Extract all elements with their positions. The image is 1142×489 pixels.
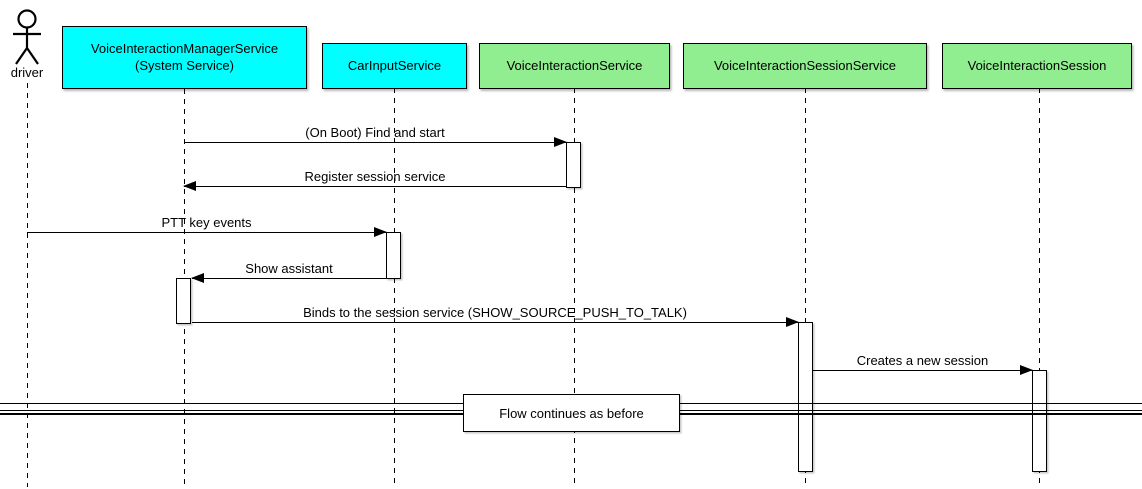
message-label: Register session service	[304, 169, 446, 184]
message-label: PTT key events	[161, 215, 252, 230]
participant-voiceinteractionmanagerservice: VoiceInteractionManagerService (System S…	[62, 26, 307, 89]
participant-label: VoiceInteractionManagerService	[90, 41, 279, 57]
participant-voiceinteractionservice: VoiceInteractionService	[479, 43, 670, 89]
participant-label: VoiceInteractionSession	[967, 57, 1107, 73]
divider-label: Flow continues as before	[499, 405, 644, 421]
message-label: (On Boot) Find and start	[305, 125, 445, 140]
arrowhead-left-icon	[183, 181, 196, 192]
message-binds-to-session-service: Binds to the session service (SHOW_SOURC…	[192, 302, 799, 328]
message-line	[192, 317, 799, 328]
message-line	[183, 181, 566, 192]
message-label: Binds to the session service (SHOW_SOURC…	[303, 305, 687, 320]
arrowhead-right-icon	[1020, 365, 1033, 376]
lifeline-driver	[27, 83, 28, 487]
message-on-boot-find-and-start: (On Boot) Find and start	[184, 122, 567, 148]
lifeline-voiceinteractionsessionservice	[805, 88, 806, 487]
message-line	[191, 273, 386, 284]
actor-icon	[13, 9, 41, 65]
arrowhead-right-icon	[786, 317, 799, 328]
participant-label: VoiceInteractionSessionService	[713, 57, 897, 73]
arrowhead-right-icon	[554, 137, 567, 148]
activation-voiceinteractionmanagerservice	[176, 278, 191, 324]
lifeline-voiceinteractionsession	[1039, 88, 1040, 487]
message-line	[184, 137, 567, 148]
actor-label: driver	[10, 65, 44, 80]
message-label: Creates a new session	[856, 353, 989, 368]
message-register-session-service: Register session service	[183, 166, 566, 192]
divider-label-box: Flow continues as before	[463, 394, 680, 432]
participant-voiceinteractionsession: VoiceInteractionSession	[942, 43, 1132, 89]
participant-sublabel: (System Service)	[135, 57, 234, 73]
arrowhead-left-icon	[191, 273, 204, 284]
participant-carinputservice: CarInputService	[322, 43, 467, 89]
participant-label: VoiceInteractionService	[506, 57, 643, 73]
activation-voiceinteractionservice	[566, 142, 581, 188]
lifeline-carinputservice	[394, 88, 395, 487]
activation-voiceinteractionsessionservice	[798, 322, 813, 472]
arrowhead-right-icon	[374, 227, 387, 238]
message-show-assistant: Show assistant	[191, 258, 386, 284]
activation-carinputservice	[386, 232, 401, 279]
participant-voiceinteractionsessionservice: VoiceInteractionSessionService	[683, 43, 927, 89]
participant-label: CarInputService	[347, 57, 442, 73]
lifeline-voiceinteractionservice	[574, 88, 575, 487]
message-ptt-key-events: PTT key events	[27, 212, 387, 238]
message-line	[27, 227, 387, 238]
message-line	[813, 365, 1033, 376]
message-label: Show assistant	[245, 261, 333, 276]
message-creates-a-new-session: Creates a new session	[813, 350, 1033, 376]
activation-voiceinteractionsession	[1032, 370, 1047, 472]
